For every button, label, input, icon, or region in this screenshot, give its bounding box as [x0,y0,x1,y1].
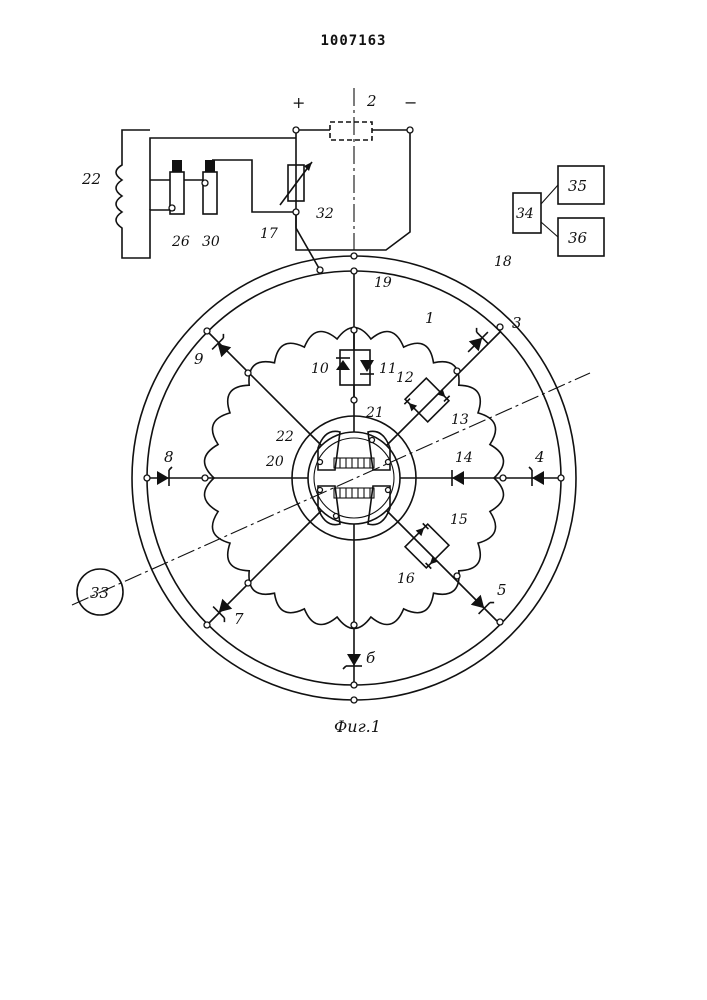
diode-3 [460,324,493,357]
rotor-core [314,438,394,518]
label-8: 8 [164,448,174,466]
label-6: б [366,649,376,667]
label-30: 30 [202,234,220,250]
junction-dot [245,580,251,586]
label-13: 13 [451,412,469,428]
label-minus: − [404,93,417,112]
junction-dot [351,697,357,703]
junction-dot [351,622,357,628]
rotor-terminal [318,488,323,493]
junction-dot [351,397,357,403]
diode-8 [157,467,172,486]
label-22-rotor: 22 [275,429,294,445]
wire-to-brush-30 [212,160,296,212]
label-plus: + [292,93,305,112]
rotor-terminal [386,488,391,493]
label-19: 19 [374,275,392,291]
label-21: 21 [365,405,384,421]
junction-dot [558,475,564,481]
label-22-coil: 22 [81,170,101,188]
label-32: 32 [316,206,334,222]
junction-dot [497,324,503,330]
label-4: 4 [534,448,545,466]
diode-pair-10-11 [336,330,374,400]
label-35: 35 [568,177,587,195]
label-5: 5 [497,581,507,599]
diode-6 [343,654,362,669]
rotor-terminal [334,514,339,519]
top-wire-loop [296,130,410,250]
junction-dot [317,267,323,273]
rotor-terminal [386,460,391,465]
junction-dot [454,368,460,374]
label-15: 15 [450,512,468,528]
excitation-coil-22 [116,130,175,258]
brush-30 [203,172,217,214]
rotor-pole-lower [318,486,390,525]
junction-dot [169,205,175,211]
label-34: 34 [516,206,534,222]
junction-dot [293,127,299,133]
figure-caption: Фиг.1 [334,717,381,736]
label-11: 11 [379,361,397,377]
brush-26-cap [172,160,182,172]
junction-dot [204,622,210,628]
resistor-2 [330,122,372,140]
diode-pair-15-16 [402,521,451,570]
label-12: 12 [396,370,414,386]
diagonal-axis-33 [72,373,590,605]
junction-dot [204,328,210,334]
junction-dot [500,475,506,481]
label-17: 17 [260,226,278,242]
rotor-inner [308,432,400,524]
junction-dot [351,268,357,274]
diode-14 [452,470,464,486]
label-2: 2 [366,92,377,110]
junction-dot [351,327,357,333]
label-33: 33 [90,584,109,602]
junction-dot [245,370,251,376]
label-1: 1 [425,309,435,327]
diode-4 [529,467,544,486]
junction-dot [293,209,299,215]
junction-dot [454,573,460,579]
wire-to-coil [150,138,296,210]
label-7: 7 [234,610,244,628]
junction-dot [202,475,208,481]
brush-30-cap [205,160,215,172]
junction-dot [407,127,413,133]
junction-dot [351,253,357,259]
junction-dot [202,180,208,186]
rotor-terminal [370,438,375,443]
junction-dot [144,475,150,481]
spoke-upper-right [387,331,501,445]
label-3: 3 [512,314,522,332]
label-9: 9 [194,350,204,368]
label-10: 10 [311,361,329,377]
junction-dot [497,619,503,625]
label-14: 14 [455,450,473,466]
junction-dot [351,682,357,688]
label-16: 16 [397,571,415,587]
rotor-terminal [318,460,323,465]
label-36: 36 [568,229,588,247]
label-20: 20 [265,454,284,470]
rotor-pole-upper [318,431,390,470]
label-18: 18 [494,254,512,270]
diode-5 [470,592,494,616]
label-26: 26 [171,234,190,250]
